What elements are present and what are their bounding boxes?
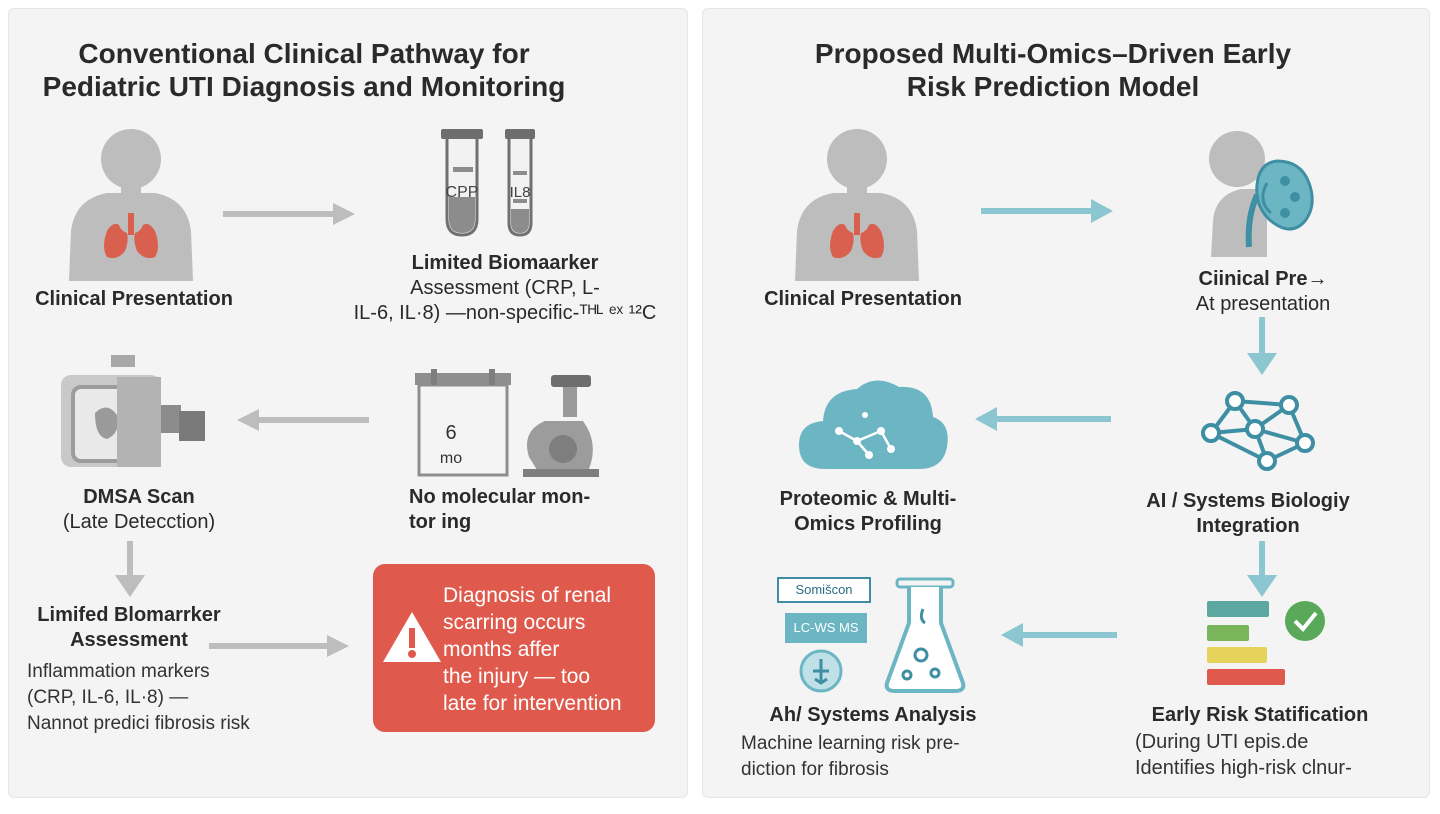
network-graph-icon [1201,391,1315,471]
arrow-right-icon [209,635,349,657]
lungs-icon [830,213,884,259]
instrument-box-1: Somišcon [777,577,871,603]
multi-omics-model-panel: Proposed Multi-Omics–Driven Early Risk P… [702,8,1430,798]
child-lungs-icon [795,129,919,281]
clinical-pre-label: Ciinical Pre→ At presentation [1195,268,1331,315]
conventional-pathway-panel: Conventional Clinical Pathway for Pediat… [8,8,688,798]
risk-bar-mid-high [1207,647,1267,663]
left-panel-title: Conventional Clinical Pathway for Pediat… [42,38,566,102]
tube-label-1: CPP [446,184,479,201]
cloud-network-icon [799,380,948,469]
analysis-icon [799,649,843,693]
clinical-presentation-label: Clinical Presentation [35,288,233,310]
limited-biomarker-label: Limited Biomaarker Assessment (CRP, L- I… [353,252,657,324]
risk-bar-mid-low [1207,625,1249,641]
lungs-icon [104,213,158,259]
flask-icon [884,577,966,693]
clinical-presentation-label: Clinical Presentation [764,288,962,310]
late-diagnosis-callout: Diagnosis of renal scarring occurs month… [373,564,655,732]
calendar-unit: mo [440,450,462,467]
limited-biomarker-2-label: Limifed Blomarrker Assessment [37,604,221,651]
dmsa-label: DMSA Scan (Late Detecction) [62,486,216,533]
warning-icon [383,612,441,662]
risk-stratification-icon [1207,601,1325,685]
arrow-down-icon [1247,317,1277,375]
calendar-number: 6 [445,422,456,444]
dmsa-scanner-icon [61,355,205,467]
machine-learning-text: Machine learning risk pre- diction for f… [741,733,960,780]
risk-bar-low [1207,601,1269,617]
arrow-left-icon [1001,623,1117,647]
arrow-right-icon [981,199,1113,223]
inflammation-markers-text: Inflammation markers (CRP, IL-6, IL·8) —… [27,661,250,734]
instrument-box-2: LC-WS MS [785,613,867,643]
checkmark-icon [1285,601,1325,641]
during-uti-text: (During UTI epis.de Identifies high-risk… [1135,731,1352,779]
child-kidney-icon [1209,131,1314,257]
no-molecular-label: No molecular mon- tor ing [409,486,591,533]
proteomic-profiling-label: Proteomic & Multi- Omics Profiling [779,488,957,535]
arrow-left-icon [237,409,369,431]
tube-label-2: IL8 [510,184,531,201]
kidney-icon [1245,159,1314,248]
arrow-left-icon [975,407,1111,431]
callout-text: Diagnosis of renal scarring occurs month… [443,584,622,715]
right-panel-title: Proposed Multi-Omics–Driven Early Risk P… [814,38,1292,102]
arrow-down-icon [1247,541,1277,597]
calendar-microscope-icon: 6 mo [415,369,599,477]
risk-bar-high [1207,669,1285,685]
ah-systems-label: Ah/ Systems Analysis [769,704,977,726]
arrow-right-icon [223,203,355,225]
test-tubes-icon: CPP IL8 [441,129,535,237]
arrow-down-icon [115,541,145,597]
ai-systems-label: AI / Systems Biologiy Integration [1146,490,1350,537]
early-risk-label: Early Risk Statification [1151,704,1369,726]
child-lungs-icon [69,129,193,281]
